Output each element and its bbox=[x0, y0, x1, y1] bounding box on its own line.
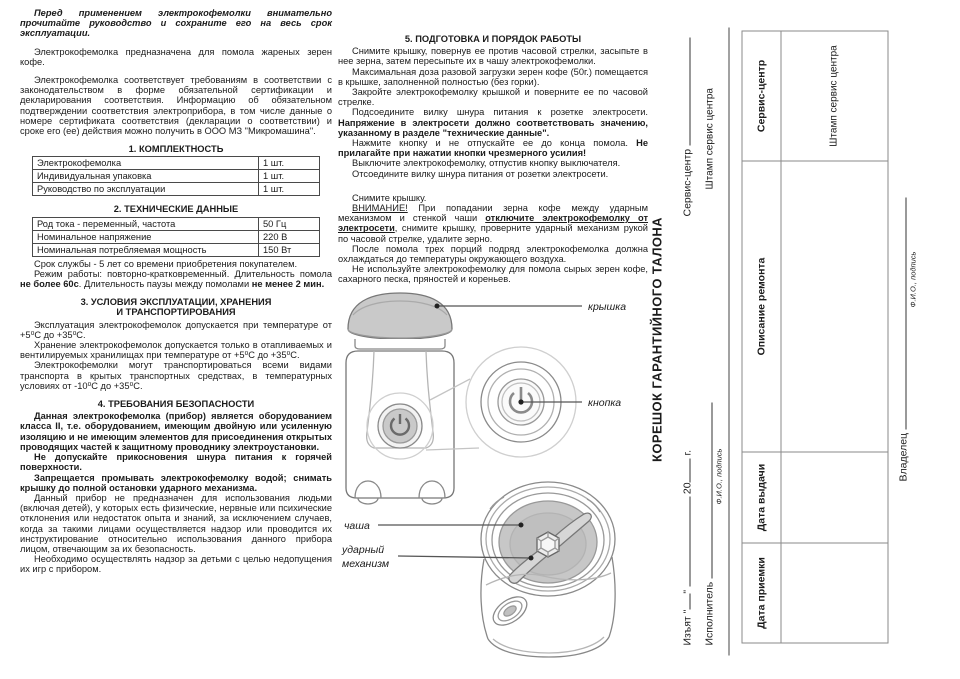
left-column: Перед применением электрокофемолки внима… bbox=[20, 8, 332, 575]
no-washing-paragraph: Запрещается промывать электрокофемолку в… bbox=[20, 472, 332, 493]
col-date-received: Дата приемки bbox=[742, 543, 781, 643]
power-button-large bbox=[508, 387, 534, 414]
remove-lid2-paragraph: Снимите крышку. bbox=[352, 192, 427, 203]
max-dose-paragraph: Максимальная доза разовой загрузки зерен… bbox=[338, 66, 648, 87]
leader-dot-bowl bbox=[518, 522, 524, 528]
warranty-removed-date-line: Изъят "" 20 г. bbox=[679, 450, 694, 646]
cell-date-issued bbox=[781, 452, 888, 543]
side-logo-oval bbox=[492, 596, 528, 626]
cord-warning-paragraph: Не допускайте прикосновения шнура питани… bbox=[20, 452, 332, 473]
close-lid-paragraph: Закройте электрокофемолку крышкой и пове… bbox=[338, 87, 648, 108]
leader-dot-button bbox=[518, 399, 524, 405]
certification-paragraph: Электрокофемолка соответствует требовани… bbox=[20, 75, 332, 137]
label-bowl: чаша bbox=[344, 520, 370, 532]
warranty-table: Дата приемки Дата выдачи Описание ремонт… bbox=[742, 31, 889, 644]
children-supervision-paragraph: Необходимо осуществлять надзор за детьми… bbox=[20, 554, 332, 575]
label-button: кнопка bbox=[588, 397, 621, 409]
leader-dot-lid bbox=[434, 303, 440, 309]
power-button-small bbox=[377, 403, 423, 449]
label-mechanism-line1: ударный bbox=[341, 544, 384, 556]
warranty-table-header-row: Дата приемки Дата выдачи Описание ремонт… bbox=[742, 31, 781, 643]
plug-in-paragraph: Подсоедините вилку шнура питания к розет… bbox=[338, 107, 648, 138]
remove-lid-paragraph: Снимите крышку, повернув ее против часов… bbox=[338, 46, 648, 67]
day-blank bbox=[679, 593, 691, 610]
cell-stamp: Штамп сервис центра bbox=[781, 31, 888, 161]
coffee-grinder-diagram: крышка кнопка чаша ударный механизм bbox=[341, 292, 626, 658]
grinder-front-view bbox=[345, 292, 455, 505]
section2-title: 2. ТЕХНИЧЕСКИЕ ДАННЫЕ bbox=[113, 204, 239, 215]
cell-date-received bbox=[781, 543, 888, 643]
warranty-table-body-row: Штамп сервис центра bbox=[781, 31, 888, 643]
attention-paragraph: ВНИМАНИЕ! При попадании зерна кофе между… bbox=[338, 203, 649, 244]
not-for-disabled-paragraph: Данный прибор не предназначен для исполь… bbox=[20, 492, 332, 554]
storage-conditions-paragraph: Хранение электрокофемолок допускается то… bbox=[20, 340, 332, 361]
section4-title: 4. ТРЕБОВАНИЯ БЕЗОПАСНОСТИ bbox=[97, 399, 255, 410]
warranty-title: КОРЕШОК ГАРАНТИЙНОГО ТАЛОНА bbox=[649, 217, 665, 462]
open-grinder-view bbox=[480, 481, 616, 658]
press-button-paragraph: Нажмите кнопку и не отпускайте ее до кон… bbox=[338, 138, 648, 159]
stub-separator-line bbox=[728, 27, 730, 656]
do-not-use-paragraph: Не используйте электрокофемолку для помо… bbox=[338, 264, 648, 285]
label-mechanism-line2: механизм bbox=[342, 558, 389, 570]
cooling-paragraph: После помола трех порций подряд электрок… bbox=[338, 243, 648, 265]
warranty-stub: КОРЕШОК ГАРАНТИЙНОГО ТАЛОНА Изъят "" 20 … bbox=[650, 20, 955, 660]
transport-conditions-paragraph: Электрокофемолки могут транспортироватьс… bbox=[20, 360, 332, 391]
section5-title: 5. ПОДГОТОВКА И ПОРЯДОК РАБОТЫ bbox=[404, 34, 582, 44]
switch-off-paragraph: Выключите электрокофемолку, отпустив кно… bbox=[352, 158, 621, 169]
month-blank bbox=[679, 497, 691, 587]
service-center-blank bbox=[679, 37, 691, 146]
warranty-service-center-line: Сервис-центр bbox=[679, 37, 694, 217]
owner-blank bbox=[895, 198, 907, 430]
cell-repair-description bbox=[781, 161, 888, 452]
owner-fio-caption: Ф.И.О., подпись bbox=[908, 251, 918, 308]
class2-equipment-paragraph: Данная электрокофемолка (прибор) являетс… bbox=[20, 411, 332, 452]
service-life-paragraph: Срок службы - 5 лет со времени приобрете… bbox=[34, 258, 298, 269]
leader-dot-mechanism bbox=[528, 555, 534, 561]
middle-column: 5. ПОДГОТОВКА И ПОРЯДОК РАБОТЫ Снимите к… bbox=[338, 8, 648, 285]
col-repair-description: Описание ремонта bbox=[742, 161, 781, 452]
operation-mode-paragraph: Режим работы: повторно-кратковременный. … bbox=[20, 268, 332, 290]
lid-shape bbox=[347, 292, 453, 340]
col-service-center: Сервис-центр bbox=[742, 31, 781, 161]
purpose-paragraph: Электрокофемолка предназначена для помол… bbox=[20, 46, 332, 67]
executor-fio-caption: Ф.И.О., подпись bbox=[714, 448, 724, 505]
unplug-paragraph: Отсоедините вилку шнура питания от розет… bbox=[352, 168, 609, 179]
section1-title: 1. КОМПЛЕКТНОСТЬ bbox=[128, 144, 224, 155]
intro-warning-paragraph: Перед применением электрокофемолки внима… bbox=[20, 8, 332, 39]
executor-blank bbox=[701, 402, 713, 579]
stamp-service-center-text: Штамп сервис центра bbox=[704, 88, 716, 190]
operating-conditions-paragraph: Эксплуатация электрокофемолок допускаетс… bbox=[20, 319, 332, 340]
year-blank bbox=[679, 458, 691, 483]
col-date-issued: Дата выдачи bbox=[742, 452, 781, 543]
label-lid: крышка bbox=[588, 301, 626, 313]
